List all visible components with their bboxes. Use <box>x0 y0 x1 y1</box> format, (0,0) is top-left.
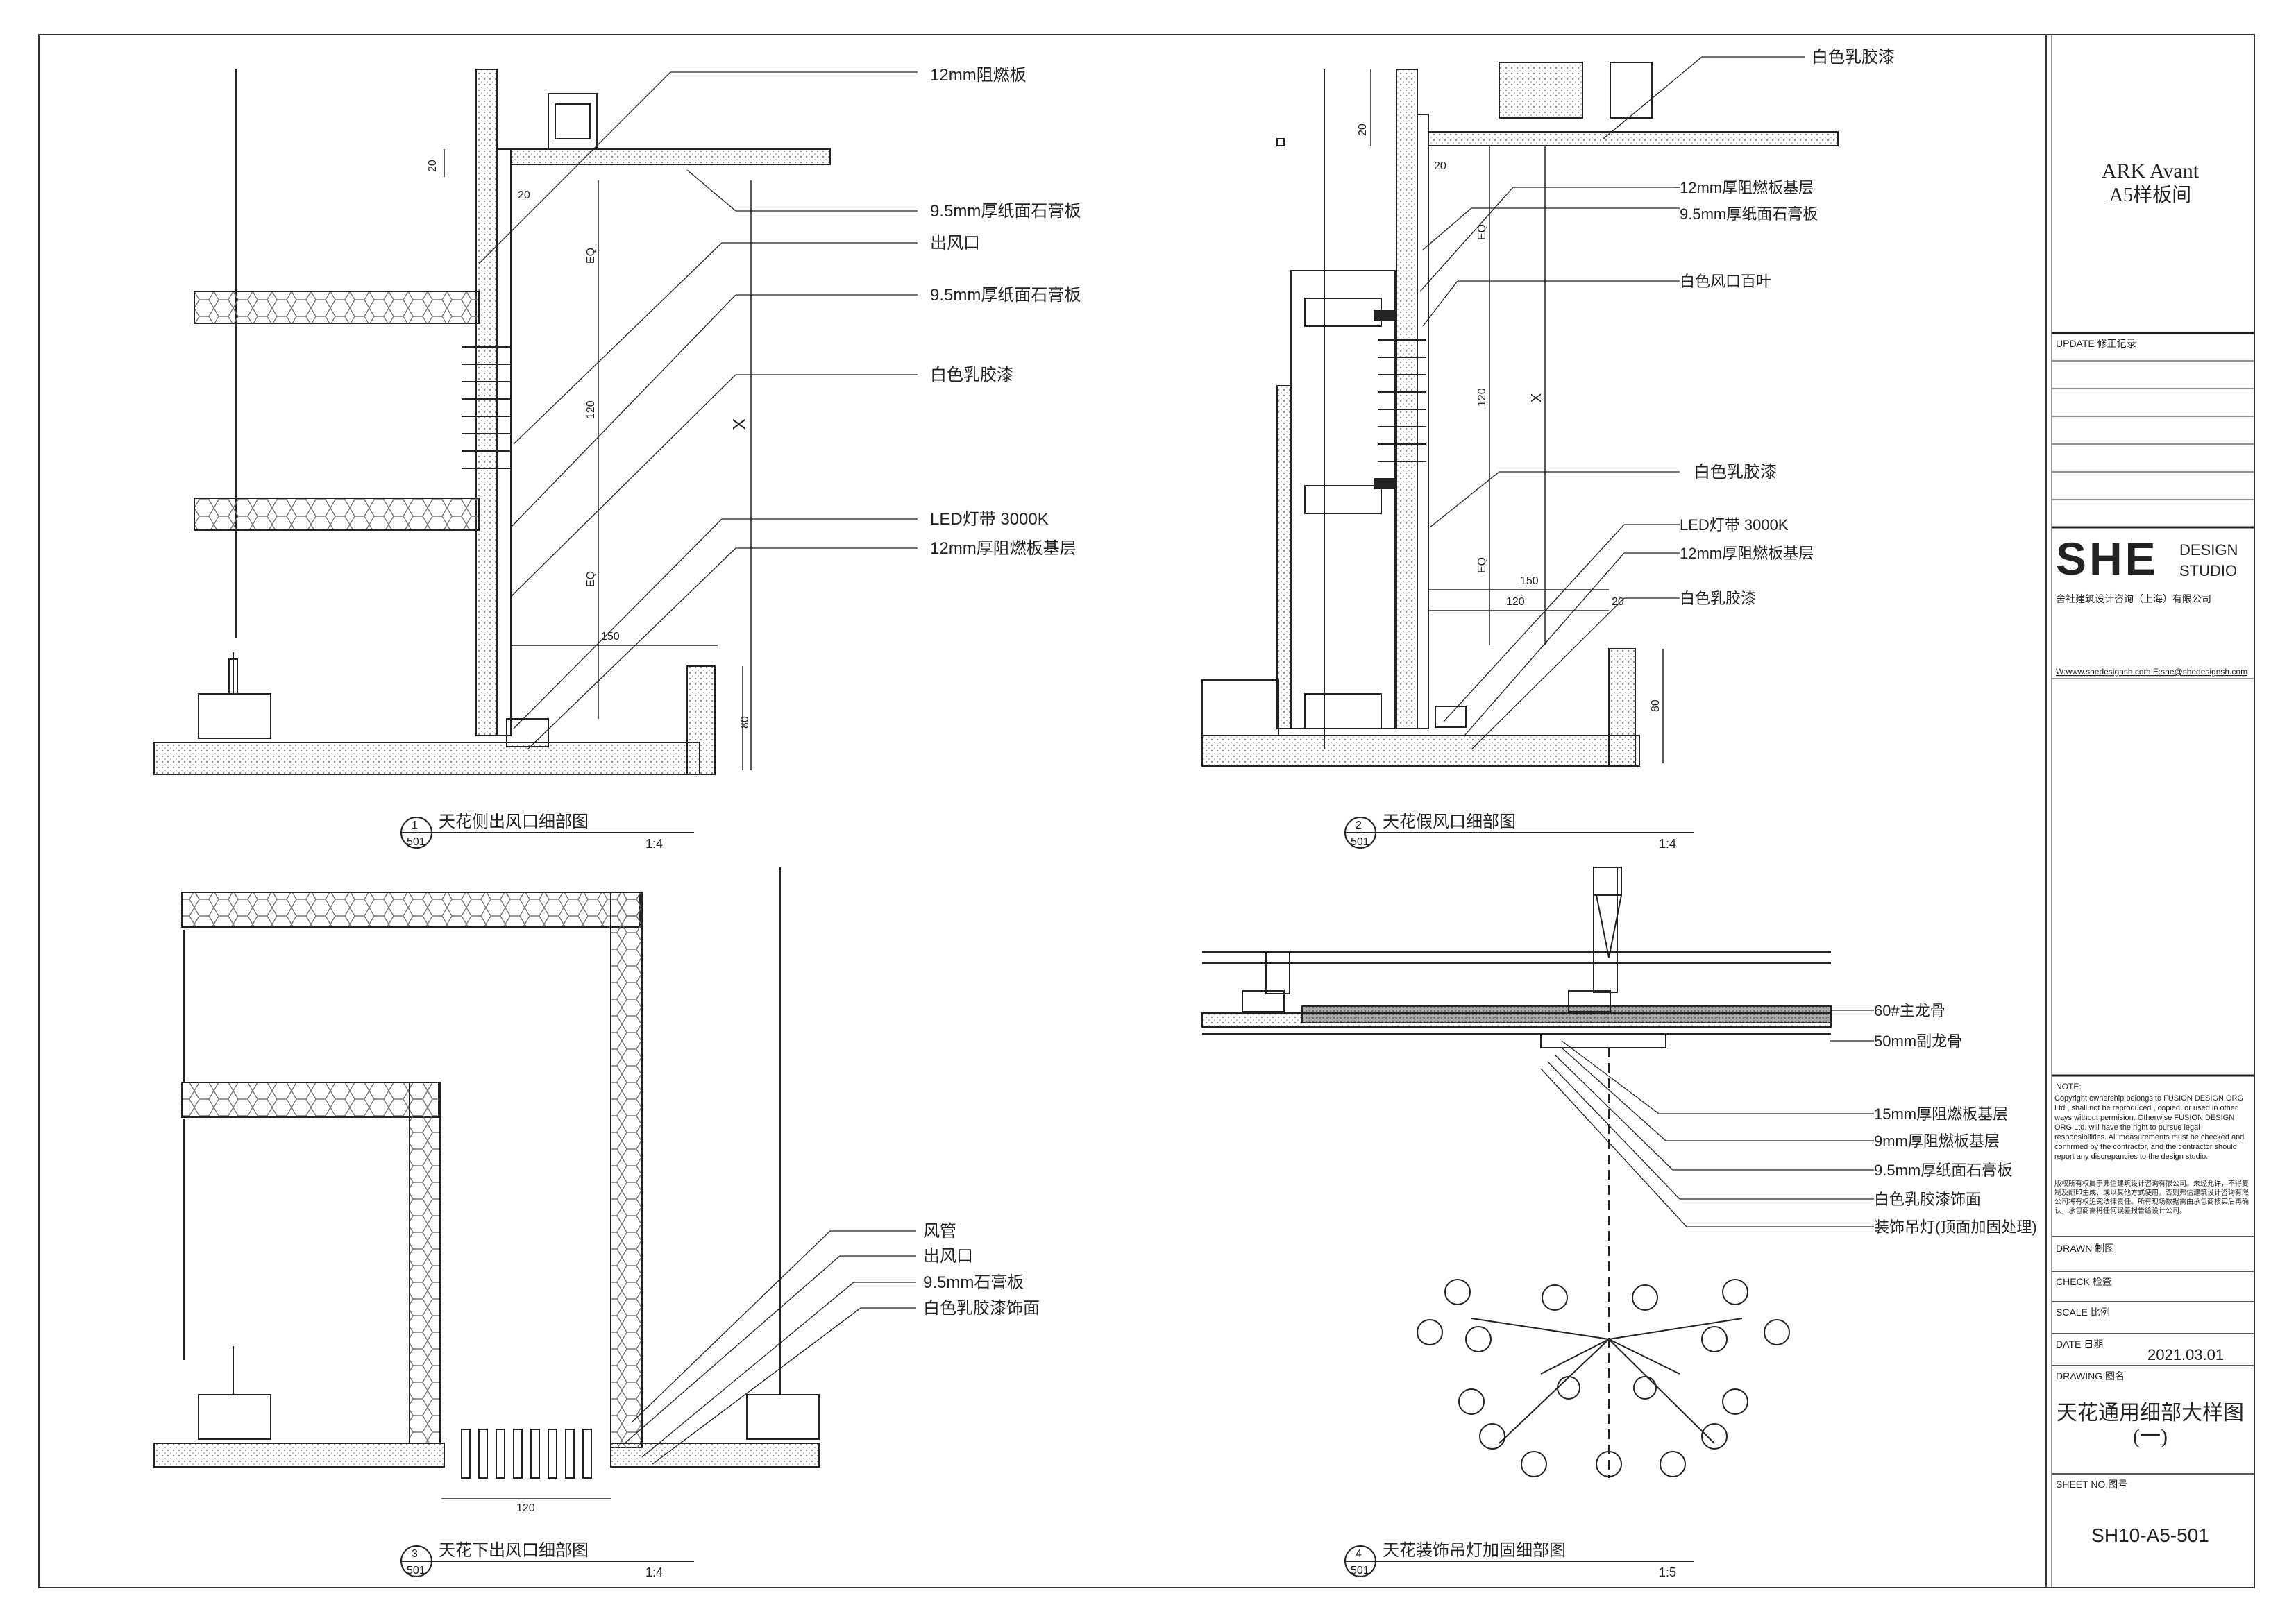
view2-num: 2 <box>1356 819 1362 831</box>
view1-scale: 1:4 <box>645 837 663 851</box>
date-value: 2021.03.01 <box>2147 1346 2224 1363</box>
view3-labels: 风管 出风口 9.5mm石膏板 白色乳胶漆饰面 <box>923 1222 1040 1318</box>
detail-view-2 <box>1201 56 1839 849</box>
v2-dim-5: X <box>1529 393 1544 402</box>
v2-dim-9: 20 <box>1612 596 1624 608</box>
sheet-number: SH10-A5-501 <box>2091 1524 2209 1546</box>
v1-dim-5: EQ <box>585 571 597 587</box>
v2-label-7: 12mm厚阻燃板基层 <box>1680 545 1814 562</box>
v2-label-2: 12mm厚阻燃板基层 <box>1680 179 1814 196</box>
view2-ref: 501 <box>1351 836 1369 848</box>
check-label: CHECK 检查 <box>2056 1276 2112 1287</box>
view3-title: 天花下出风口细部图 <box>439 1541 589 1560</box>
view2-labels: 白色乳胶漆 12mm厚阻燃板基层 9.5mm厚纸面石膏板 白色风口百叶 白色乳胶… <box>1680 48 1895 607</box>
sheet-label: SHEET NO.图号 <box>2056 1479 2127 1490</box>
view2-title: 天花假风口细部图 <box>1383 813 1516 831</box>
v1-label-2: 9.5mm厚纸面石膏板 <box>930 202 1081 221</box>
view4-scale: 1:5 <box>1659 1565 1676 1579</box>
v1-dim-4: 120 <box>585 400 597 419</box>
drawing-label: DRAWING 图名 <box>2056 1370 2125 1382</box>
view1-ref: 501 <box>407 836 425 848</box>
title-block-rules <box>2052 332 2254 1475</box>
note-text-cn: 版权所有权属于弗信建筑设计咨询有限公司。未经允许，不得复制及翻印生成、或以其他方… <box>2054 1180 2249 1215</box>
view4-labels: 60#主龙骨 50mm副龙骨 15mm厚阻燃板基层 9mm厚阻燃板基层 9.5m… <box>1874 1002 2037 1236</box>
v1-label-1: 12mm阻燃板 <box>930 66 1027 85</box>
v1-dim-3: EQ <box>585 248 597 264</box>
date-label: DATE 日期 <box>2056 1339 2103 1350</box>
v1-dim-1: 20 <box>427 160 439 172</box>
update-label: UPDATE 修正记录 <box>2056 338 2136 349</box>
studio-line1: DESIGN <box>2179 541 2238 559</box>
v2-label-8: 白色乳胶漆 <box>1680 590 1756 607</box>
view4-title: 天花装饰吊灯加固细部图 <box>1383 1541 1566 1560</box>
project-name: ARK Avant <box>2102 160 2200 182</box>
project-room: A5样板间 <box>2109 184 2191 206</box>
title-block-sans: UPDATE 修正记录 SHE DESIGN STUDIO 舍社建筑设计咨询（上… <box>2056 338 2247 1546</box>
view3-num: 3 <box>412 1548 418 1560</box>
v4-label-4: 9mm厚阻燃板基层 <box>1874 1132 2000 1150</box>
v1-label-5: 白色乳胶漆 <box>930 366 1013 384</box>
view2-scale: 1:4 <box>1659 837 1676 851</box>
v1-label-3: 出风口 <box>930 234 980 253</box>
drawn-label: DRAWN 制图 <box>2056 1243 2114 1254</box>
view4-num: 4 <box>1356 1548 1362 1560</box>
studio-line2: STUDIO <box>2179 562 2237 579</box>
v4-label-2: 50mm副龙骨 <box>1874 1033 1962 1050</box>
drawing-title-1: 天花通用细部大样图 <box>2057 1402 2244 1425</box>
studio-contact: W:www.shedesignsh.com E:she@shedesignsh.… <box>2056 667 2247 677</box>
studio-company: 舍社建筑设计咨询（上海）有限公司 <box>2056 593 2211 604</box>
detail-view-4 <box>1201 867 1874 1577</box>
scale-label: SCALE 比例 <box>2056 1307 2110 1318</box>
v4-label-3: 15mm厚阻燃板基层 <box>1874 1105 2008 1123</box>
v2-dim-1: 20 <box>1357 124 1369 136</box>
v4-label-5: 9.5mm厚纸面石膏板 <box>1874 1162 2012 1179</box>
view-captions: 1 501 天花侧出风口细部图 1:4 2 501 天花假风口细部图 1:4 3… <box>407 813 1676 1579</box>
detail-view-1 <box>153 69 918 849</box>
view3-scale: 1:4 <box>645 1565 663 1579</box>
v2-dim-4: 120 <box>1476 388 1488 407</box>
v1-dim-8: 80 <box>739 716 751 729</box>
v2-dim-7: 150 <box>1520 575 1539 587</box>
v1-dim-7: 150 <box>601 631 620 643</box>
view2-dims: 20 20 EQ 120 X EQ 150 120 20 80 <box>1357 124 1662 712</box>
v2-dim-3: EQ <box>1476 224 1488 240</box>
v4-label-7: 装饰吊灯(顶面加固处理) <box>1874 1218 2037 1236</box>
v2-label-1: 白色乳胶漆 <box>1812 48 1895 67</box>
studio-logo: SHE <box>2056 533 2159 584</box>
v2-dim-2: 20 <box>1434 160 1446 172</box>
note-text-en: Copyright ownership belongs to FUSION DE… <box>2054 1094 2245 1161</box>
drawing-title-2: (一) <box>2133 1425 2168 1448</box>
view1-num: 1 <box>412 819 418 831</box>
v3-label-2: 出风口 <box>923 1247 973 1266</box>
v3-dim-1: 120 <box>516 1502 535 1514</box>
v3-label-4: 白色乳胶漆饰面 <box>923 1299 1040 1318</box>
v4-label-6: 白色乳胶漆饰面 <box>1874 1191 1981 1208</box>
v2-dim-8: 120 <box>1506 596 1525 608</box>
view4-ref: 501 <box>1351 1565 1369 1577</box>
v1-label-6: LED灯带 3000K <box>930 510 1049 529</box>
v1-dim-2: 20 <box>518 189 530 201</box>
v2-label-5: 白色乳胶漆 <box>1694 463 1777 482</box>
v2-label-3: 9.5mm厚纸面石膏板 <box>1680 205 1818 223</box>
title-block: ARK Avant A5样板间 <box>2102 160 2200 206</box>
view1-title: 天花侧出风口细部图 <box>439 813 589 831</box>
v2-label-4: 白色风口百叶 <box>1680 273 1771 290</box>
v1-dim-6: X <box>729 418 750 430</box>
v2-label-6: LED灯带 3000K <box>1680 516 1789 534</box>
view1-labels: 12mm阻燃板 9.5mm厚纸面石膏板 出风口 9.5mm厚纸面石膏板 白色乳胶… <box>930 66 1081 558</box>
v2-dim-10: 80 <box>1650 699 1662 712</box>
view1-dims: 20 20 EQ 120 EQ X 150 80 <box>427 160 751 729</box>
view3-dims: 120 <box>516 1502 535 1514</box>
v1-label-7: 12mm厚阻燃板基层 <box>930 539 1077 558</box>
note-title: NOTE: <box>2056 1082 2082 1091</box>
view3-ref: 501 <box>407 1565 425 1577</box>
v4-label-1: 60#主龙骨 <box>1874 1002 1945 1019</box>
v2-dim-6: EQ <box>1476 557 1488 573</box>
v3-label-1: 风管 <box>923 1222 956 1241</box>
v1-label-4: 9.5mm厚纸面石膏板 <box>930 286 1081 305</box>
detail-view-3 <box>153 867 916 1577</box>
v3-label-3: 9.5mm石膏板 <box>923 1273 1024 1292</box>
drawing-title: 天花通用细部大样图 (一) <box>2057 1402 2244 1448</box>
